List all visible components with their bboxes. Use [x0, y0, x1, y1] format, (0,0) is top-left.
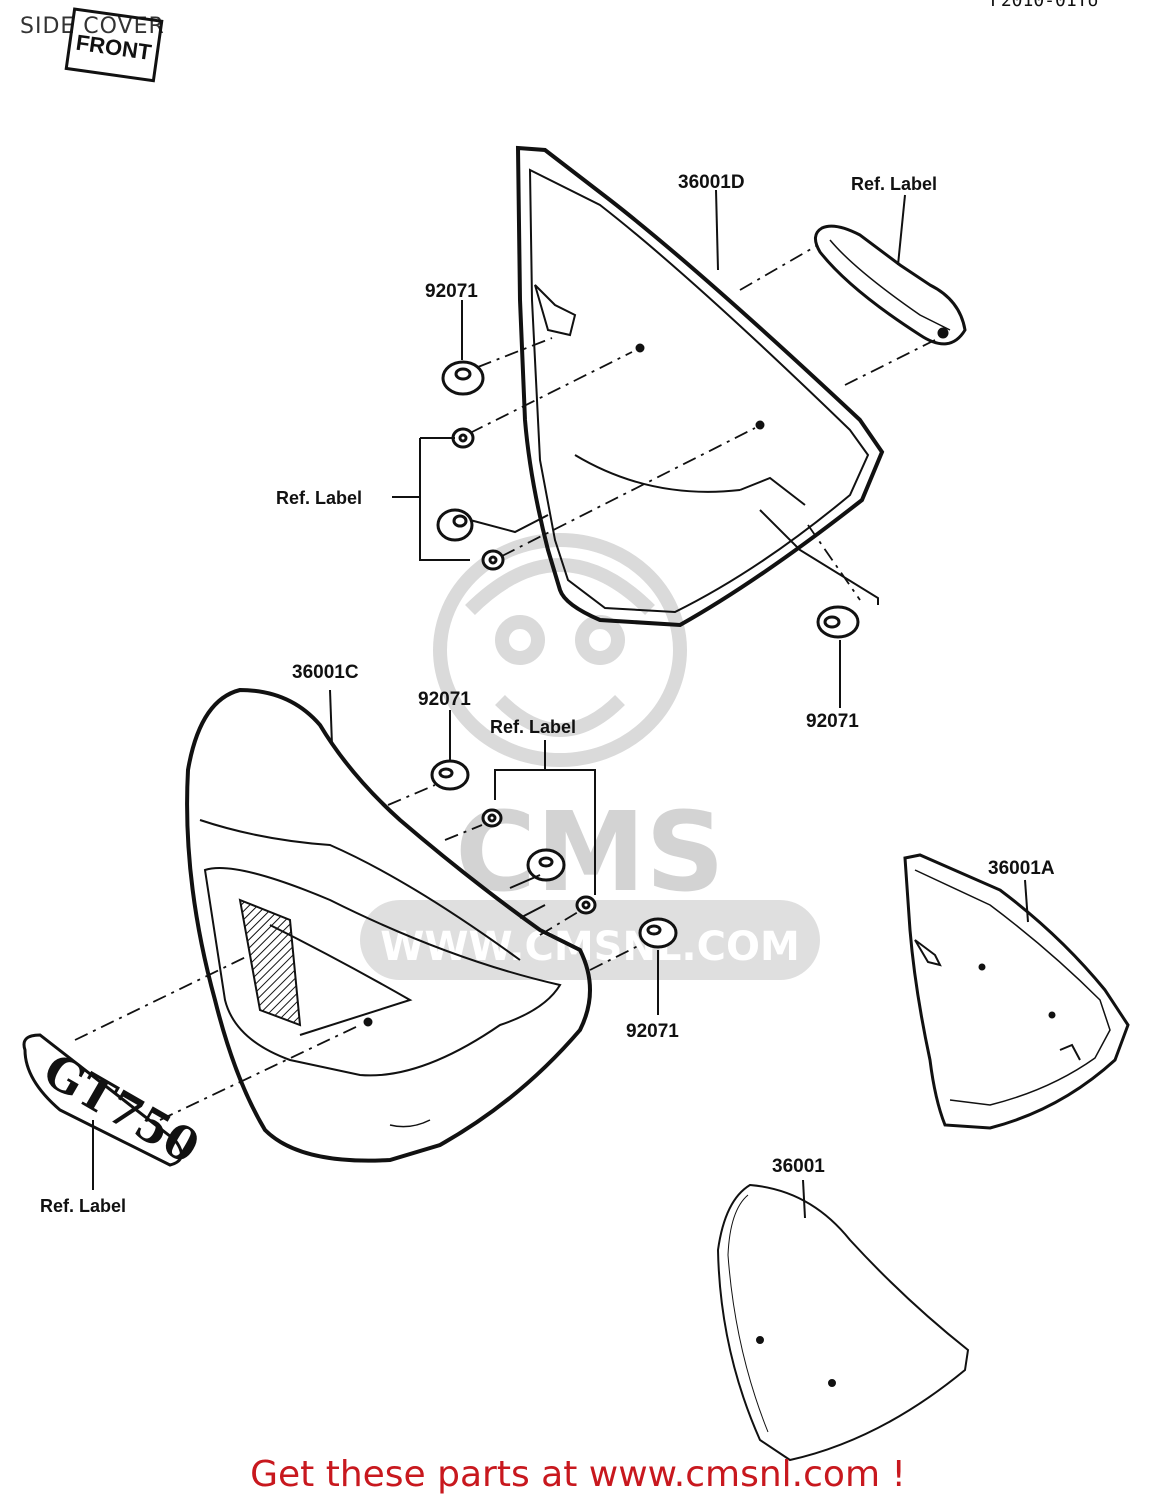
gt750-emblem: GT750	[22, 1033, 208, 1174]
part-number-36001a: 36001A	[988, 858, 1055, 879]
washer-top-lower	[481, 549, 505, 571]
footer-link[interactable]: Get these parts at www.cmsnl.com !	[250, 1454, 906, 1495]
ref-label-middle: Ref. Label	[490, 717, 576, 737]
diagram-code: F2010-01To	[990, 0, 1099, 11]
grommet-middle	[526, 848, 566, 882]
side-cover-36001	[716, 1183, 970, 1462]
watermark-brand: CMS	[455, 788, 724, 916]
ref-label-bottom-left: Ref. Label	[40, 1196, 126, 1216]
washer-middle-top	[481, 808, 503, 828]
watermark-mascot-icon	[433, 533, 687, 767]
front-indicator: FRONT	[64, 7, 164, 83]
part-number-92071-lower: 92071	[626, 1021, 679, 1042]
washer-top	[451, 427, 475, 449]
grommet-middle-top	[430, 759, 470, 791]
washer-middle	[575, 895, 597, 915]
front-indicator-label: FRONT	[74, 30, 153, 65]
grommet-top	[441, 360, 485, 396]
side-cover-36001d	[515, 145, 885, 628]
part-number-36001c: 36001C	[292, 662, 359, 683]
side-cover-36001c	[185, 687, 592, 1163]
watermark: CMS WWW.CMSNL.COM	[360, 533, 820, 980]
part-number-36001d: 36001D	[678, 172, 745, 193]
ref-label-top-right: Ref. Label	[851, 174, 937, 194]
grommet-middle-right	[638, 917, 678, 949]
side-cover-36001a	[903, 853, 1130, 1130]
ref-label-plate-top	[814, 224, 967, 346]
grommet-top-lower	[436, 508, 474, 542]
part-number-92071-right: 92071	[806, 711, 859, 732]
part-number-36001: 36001	[772, 1156, 825, 1177]
watermark-url: WWW.CMSNL.COM	[380, 924, 800, 970]
part-number-92071-middle: 92071	[418, 689, 471, 710]
ref-label-top-left: Ref. Label	[276, 488, 362, 508]
leader-lines	[92, 189, 1029, 1219]
dashed-lines	[74, 244, 936, 1121]
part-number-92071-top: 92071	[425, 281, 478, 302]
grommet-right	[816, 605, 860, 639]
